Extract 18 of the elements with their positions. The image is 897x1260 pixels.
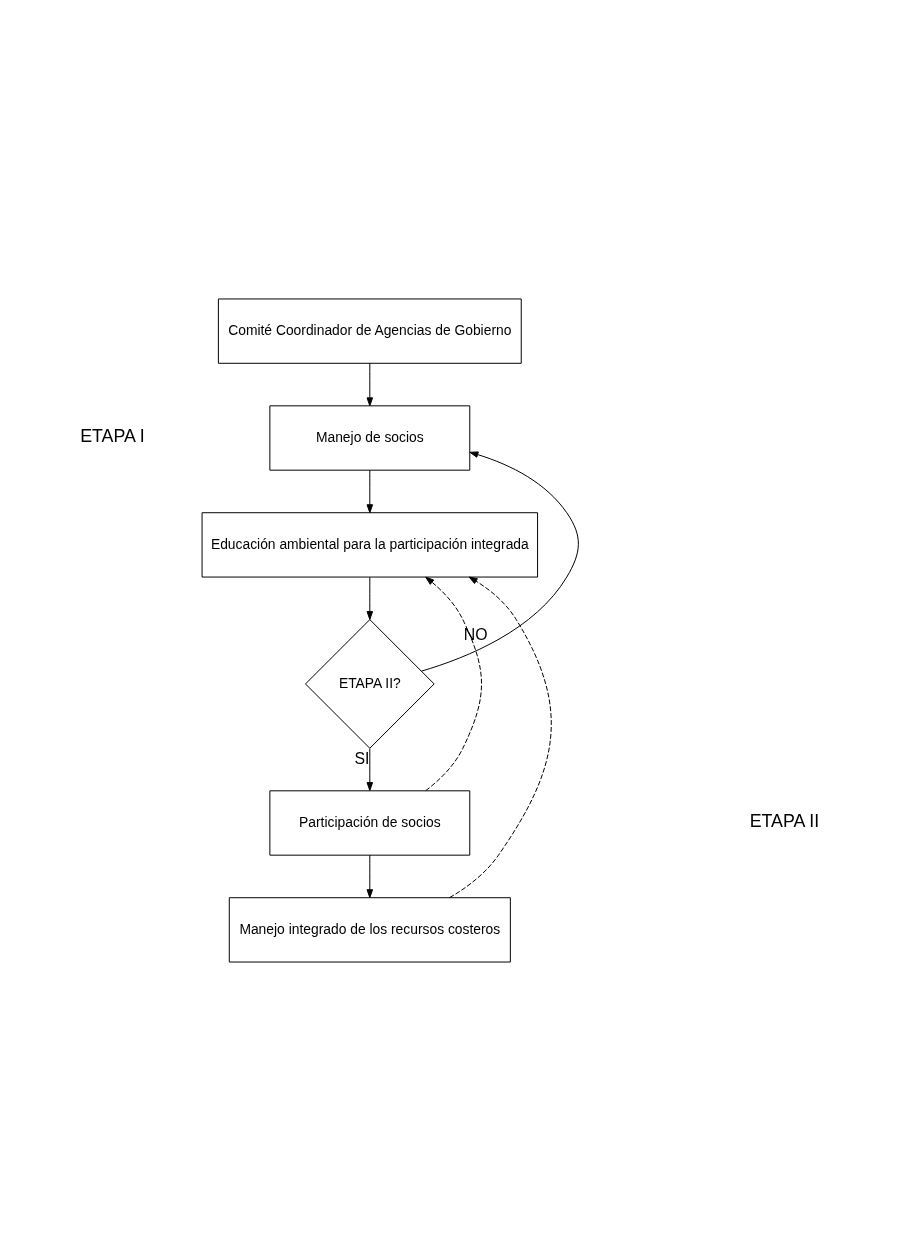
arrow [425,576,482,791]
arrow [366,747,374,791]
arrow [449,576,552,898]
arrow [366,469,374,513]
node-box: Comité Coordinador de Agencias de Gobierno [217,297,522,364]
node-box: Educación ambiental para la participación integrada [201,511,539,578]
edge-label: NO [463,625,488,643]
node-box: Manejo de socios [269,404,471,471]
arrow [366,854,374,898]
node-box: Participación de socios [269,789,471,856]
arrow [366,576,374,620]
node-diamond: ETAPA II? [305,618,435,749]
edge-label: SI [354,749,370,767]
arrow [366,362,374,406]
label: ETAPA II [749,810,820,831]
arrow [420,450,579,672]
label: ETAPA I [80,425,145,446]
node-box: Manejo integrado de los recursos costeros [228,896,511,963]
